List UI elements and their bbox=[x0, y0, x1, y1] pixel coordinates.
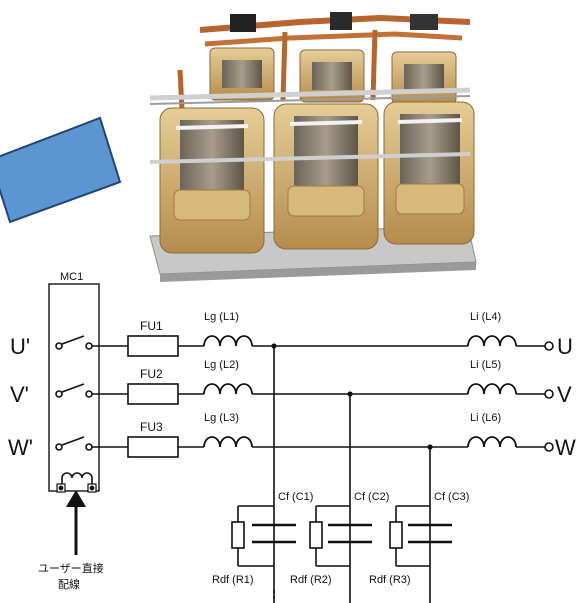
terminal-out-v: V bbox=[557, 382, 572, 407]
blue-arrow-icon bbox=[0, 116, 122, 224]
damping-branch bbox=[231, 346, 296, 603]
contactor-label: MC1 bbox=[60, 271, 83, 283]
fuse-label: FU3 bbox=[140, 420, 163, 434]
capacitor-label: Cf (C2) bbox=[354, 491, 389, 503]
circuit-diagram bbox=[48, 283, 554, 603]
terminal-out-w: W bbox=[555, 435, 576, 460]
capacitor-label: Cf (C3) bbox=[434, 491, 469, 503]
reactor-lg-label: Lg (L2) bbox=[204, 359, 239, 371]
fuse-label: FU1 bbox=[140, 319, 163, 333]
fuse bbox=[127, 383, 179, 405]
fuse bbox=[127, 436, 179, 458]
reactor-li-label: Li (L5) bbox=[470, 359, 501, 371]
contactor-box bbox=[48, 283, 100, 492]
up-arrow-icon bbox=[66, 490, 86, 507]
terminal-in-v: V' bbox=[10, 382, 29, 407]
reactor-li-label: Li (L4) bbox=[470, 311, 501, 323]
terminal-out bbox=[544, 442, 554, 452]
contactor-coil-icon bbox=[61, 472, 93, 479]
resistor-label: Rdf (R1) bbox=[212, 574, 254, 586]
phase-wire bbox=[92, 335, 554, 357]
fuse-label: FU2 bbox=[140, 367, 163, 381]
fuse bbox=[127, 335, 179, 357]
resistor-label: Rdf (R2) bbox=[290, 574, 332, 586]
reactor-coil bbox=[159, 107, 265, 254]
phase-wire bbox=[92, 436, 554, 458]
reactor-coil bbox=[273, 103, 379, 250]
user-wiring-note: ユーザー直接 bbox=[38, 561, 104, 575]
reactor-lg-icon bbox=[203, 335, 253, 347]
damping-branch bbox=[309, 394, 372, 603]
damping-branch bbox=[389, 447, 452, 603]
reactor-li-icon bbox=[467, 436, 517, 448]
contactor-switch bbox=[55, 335, 93, 350]
reactor-li-icon bbox=[467, 383, 517, 395]
labels: MC1 U' V' W' U V W FU1 FU2 FU3 Lg (L1) L… bbox=[8, 271, 576, 591]
resistor bbox=[231, 521, 245, 549]
resistor-label: Rdf (R3) bbox=[369, 574, 411, 586]
resistor bbox=[309, 521, 323, 549]
reactor-li-label: Li (L6) bbox=[470, 412, 501, 424]
reactor-lg-label: Lg (L3) bbox=[204, 412, 239, 424]
contactor-switch bbox=[55, 436, 93, 451]
contactor-switch bbox=[55, 383, 93, 398]
reactor-lg-icon bbox=[203, 383, 253, 395]
terminal-out bbox=[544, 341, 554, 351]
resistor bbox=[389, 521, 403, 549]
terminal-out-u: U bbox=[557, 334, 573, 359]
reactor-li-icon bbox=[467, 335, 517, 347]
user-wiring-note: 配線 bbox=[58, 577, 80, 591]
reactor-photo bbox=[149, 12, 477, 282]
terminal-out bbox=[544, 389, 554, 399]
reactor-lg-icon bbox=[203, 436, 253, 448]
terminal-in-w: W' bbox=[8, 435, 33, 460]
reactor-lg-label: Lg (L1) bbox=[204, 311, 239, 323]
reactor-coil bbox=[383, 101, 475, 245]
terminal-in-u: U' bbox=[10, 334, 30, 359]
capacitor-label: Cf (C1) bbox=[278, 491, 313, 503]
phase-wire bbox=[92, 383, 554, 405]
